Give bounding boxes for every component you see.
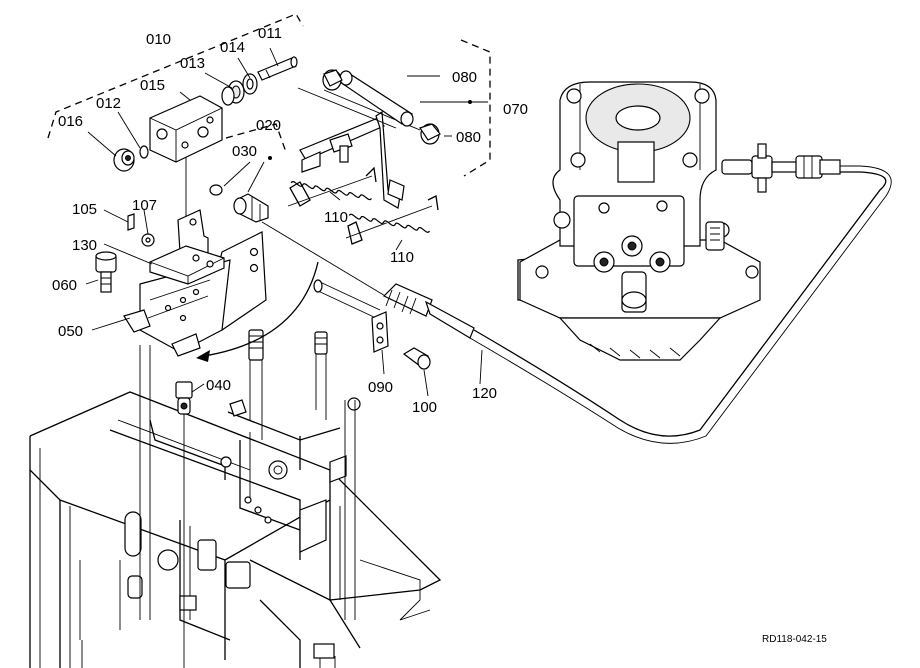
callout-010: 010 — [146, 31, 171, 48]
callout-040: 040 — [206, 377, 231, 394]
callout-070: 070 — [503, 101, 528, 118]
pin-011 — [257, 56, 298, 81]
callout-080-top: 080 — [452, 69, 477, 86]
washer-107 — [141, 233, 155, 247]
callout-120: 120 — [472, 385, 497, 402]
callout-110-lower: 110 — [390, 249, 414, 266]
callout-107: 107 — [132, 197, 157, 214]
pin-100 — [402, 347, 431, 370]
bushing-080-top — [322, 69, 343, 91]
o-ring-030 — [209, 184, 223, 196]
bearing-013 — [221, 80, 245, 106]
washer-014 — [242, 73, 258, 95]
guide-lines — [139, 150, 356, 668]
lever-assembly-070 — [297, 87, 421, 209]
callout-100: 100 — [412, 399, 437, 416]
callout-012: 012 — [96, 95, 121, 112]
group-outline-070 — [460, 39, 491, 177]
bracket-050 — [123, 209, 267, 357]
tee-fitting — [721, 143, 841, 193]
callout-015: 015 — [140, 77, 165, 94]
o-ring-012 — [139, 145, 149, 159]
plug-016 — [113, 148, 135, 172]
callout-110-upper: 110 — [324, 209, 348, 226]
callout-060: 060 — [52, 277, 77, 294]
callout-011: 011 — [258, 25, 282, 42]
bushing-080-bottom — [419, 123, 441, 145]
callout-090: 090 — [368, 379, 393, 396]
callout-080-bottom: 080 — [456, 129, 481, 146]
cotter-pin-105 — [127, 213, 135, 231]
callout-labels: 010 011 012 013 014 015 016 020 030 040 … — [52, 25, 827, 645]
group-outline-010 — [47, 13, 304, 139]
leader-lines — [85, 47, 488, 397]
rotation-arrow — [196, 261, 319, 362]
drawing-reference: RD118-042-15 — [762, 634, 827, 645]
bolt-040 — [175, 381, 193, 415]
cable-120 — [261, 165, 892, 444]
stud-posts — [248, 329, 328, 361]
callout-130: 130 — [72, 237, 97, 254]
adapter-020 — [233, 193, 269, 223]
callout-016: 016 — [58, 113, 83, 130]
spring-110-upper — [287, 166, 377, 207]
spring-110-lower — [345, 195, 439, 245]
callout-105: 105 — [72, 201, 97, 218]
rod-end-090 — [313, 279, 389, 353]
bolt-060 — [95, 251, 117, 293]
control-block-015 — [149, 95, 223, 163]
shaft-070 — [338, 70, 414, 127]
chassis-frame — [29, 391, 442, 668]
callout-050: 050 — [58, 323, 83, 340]
callout-030: 030 — [232, 143, 257, 160]
callout-013: 013 — [180, 55, 205, 72]
hydraulic-pump — [517, 81, 761, 361]
callout-020: 020 — [256, 117, 281, 134]
plate-130 — [149, 245, 225, 285]
callout-014: 014 — [220, 39, 245, 56]
group-outline-020 — [225, 123, 287, 153]
